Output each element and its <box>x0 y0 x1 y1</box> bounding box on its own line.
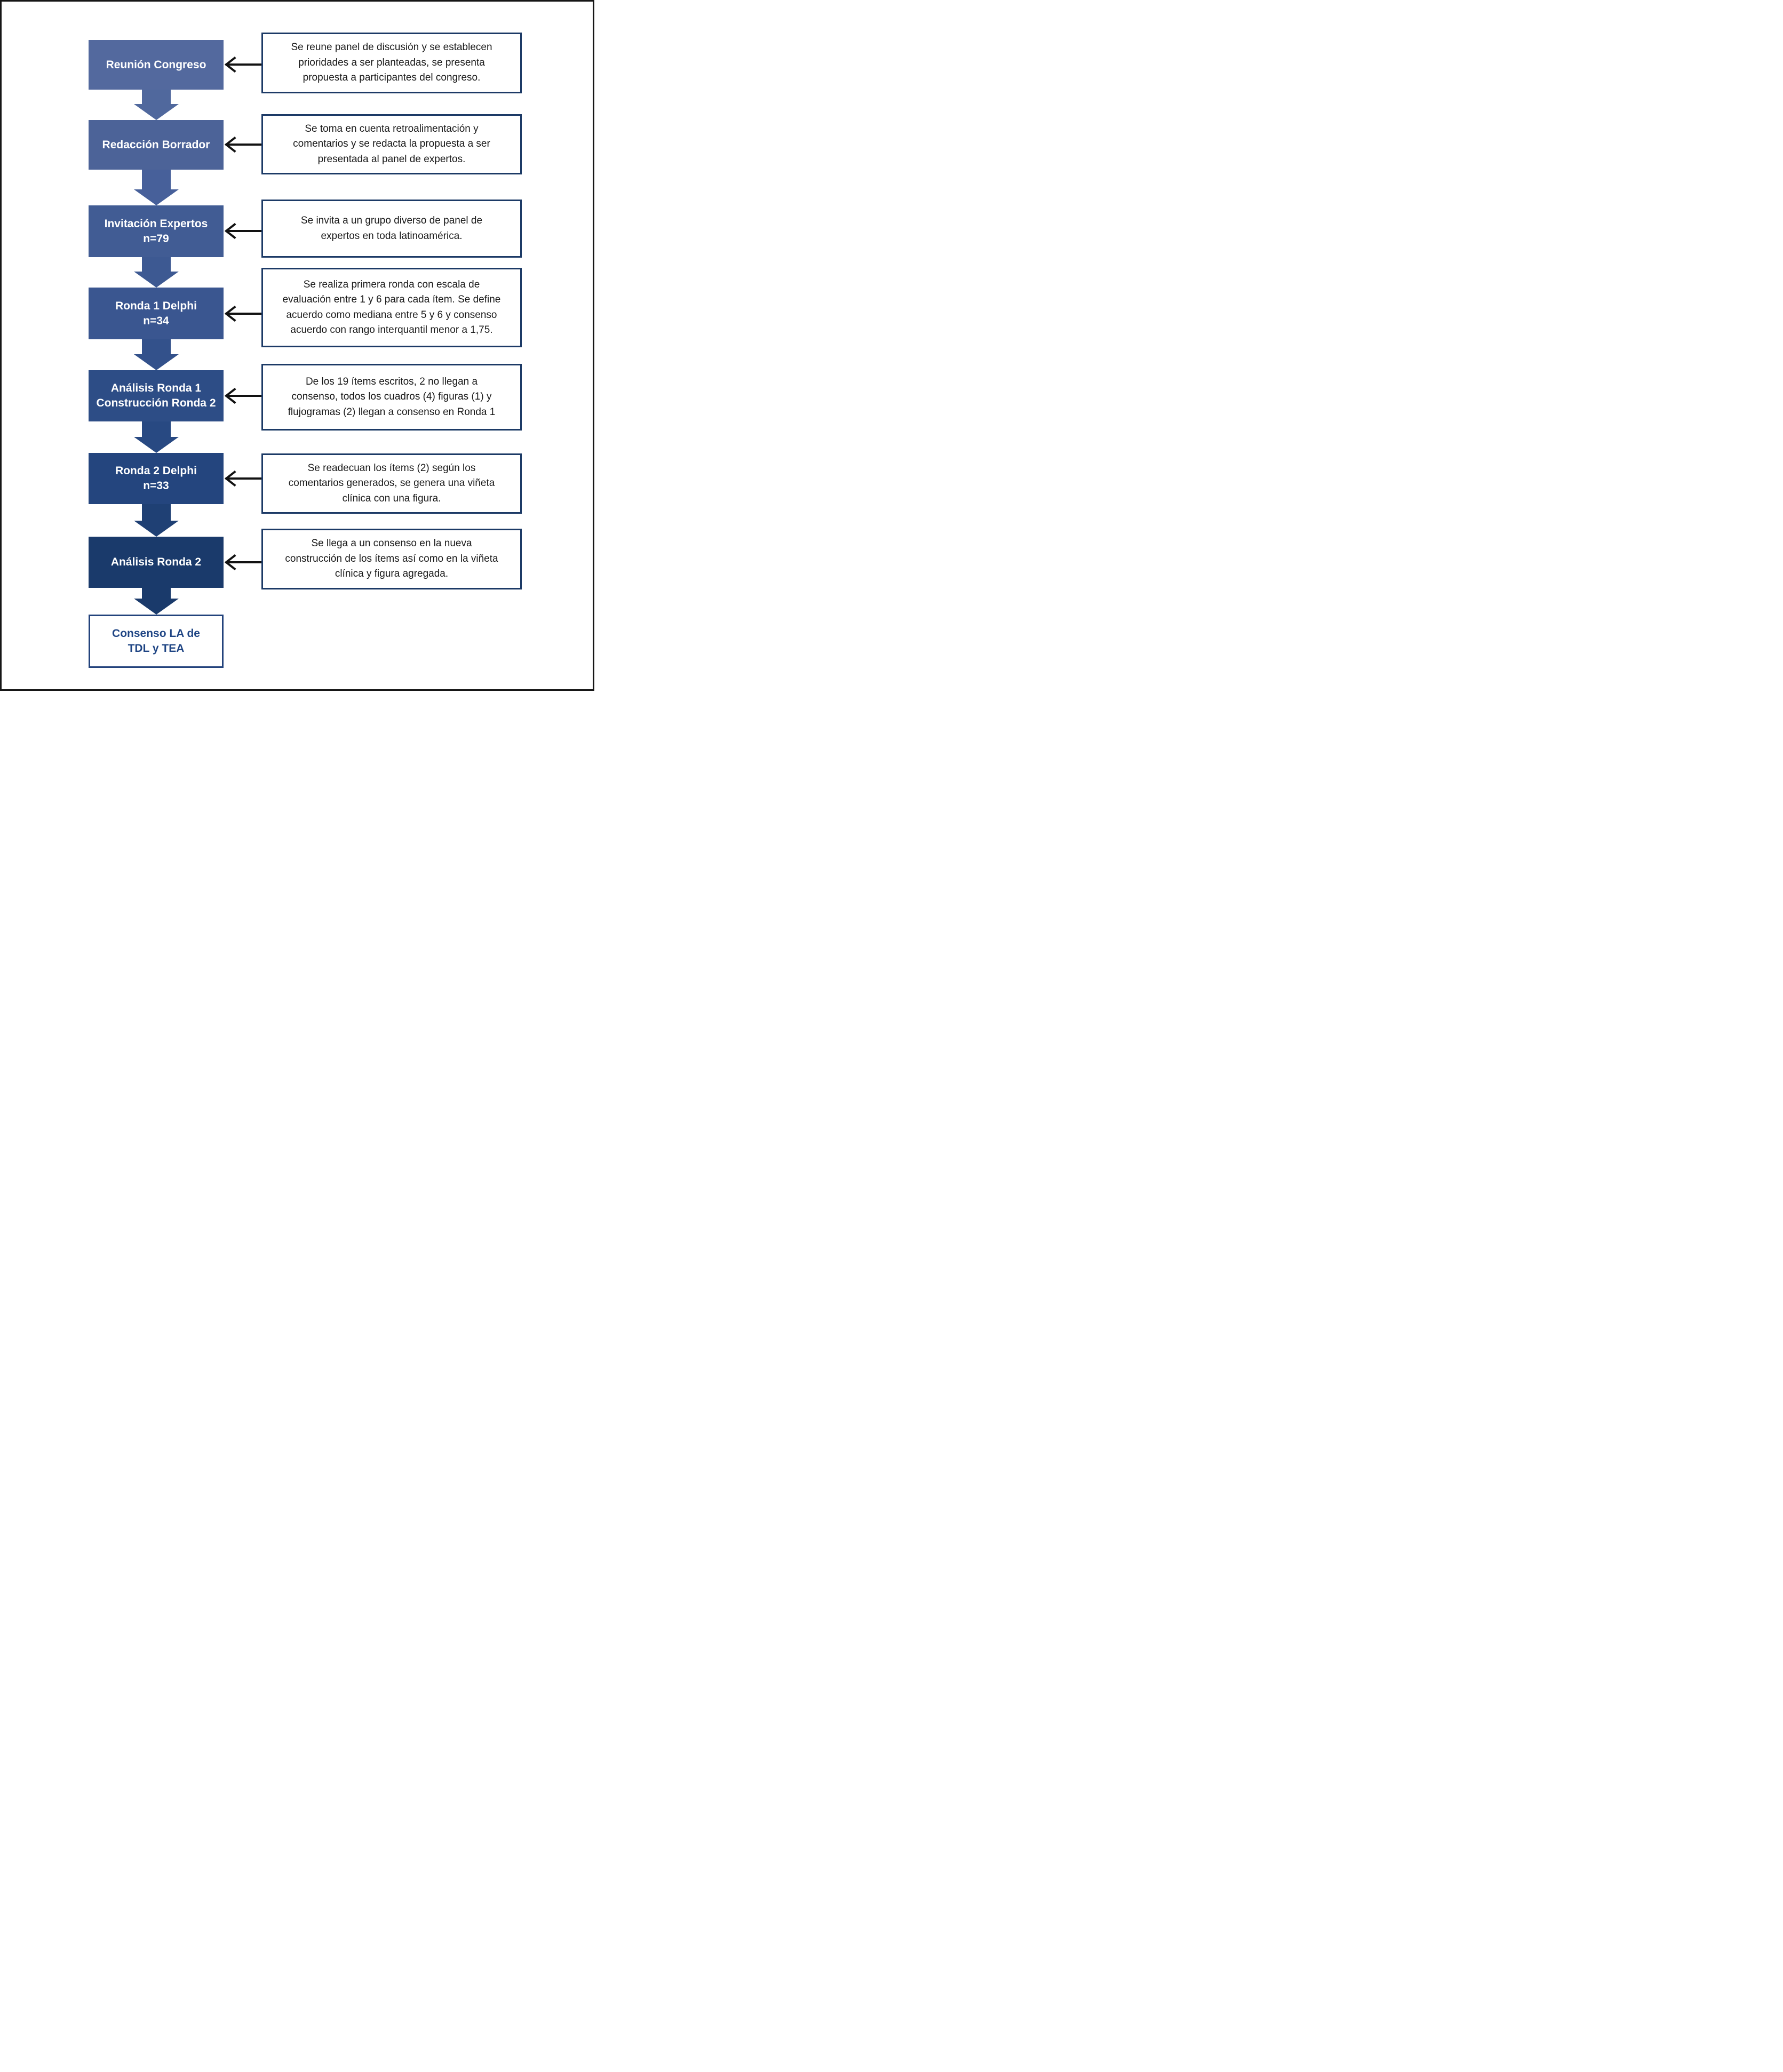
left-arrow <box>226 230 261 232</box>
step-label-group: Invitación Expertos n=79 <box>89 217 224 246</box>
step-label-group: Ronda 1 Delphi n=34 <box>89 299 224 328</box>
left-arrow <box>226 313 261 315</box>
step-label: Análisis Ronda 1 <box>110 382 202 395</box>
note-box: Se readecuan los ítems (2) según los com… <box>261 453 522 514</box>
down-arrow-head <box>134 104 179 120</box>
left-arrow <box>226 561 261 563</box>
down-arrow-tail <box>142 588 171 599</box>
step-sublabel: n=79 <box>143 232 169 245</box>
left-arrow <box>226 395 261 397</box>
down-arrow-tail <box>142 257 171 272</box>
step-label-group: Análisis Ronda 1 Construcción Ronda 2 <box>89 381 224 410</box>
down-arrow-head <box>134 354 179 370</box>
note-text: Se invita a un grupo diverso de panel de… <box>300 215 483 242</box>
down-arrow-tail <box>142 504 171 521</box>
down-arrow <box>134 504 179 537</box>
down-arrow-head <box>134 521 179 537</box>
down-arrow <box>134 90 179 120</box>
step-box-analisis-ronda-2: Análisis Ronda 2 <box>89 537 224 588</box>
note-box: Se toma en cuenta retroalimentación y co… <box>261 114 522 174</box>
step-box-redaccion-borrador: Redacción Borrador <box>89 120 224 170</box>
note-box: Se realiza primera ronda con escala de e… <box>261 268 522 347</box>
down-arrow-tail <box>142 170 171 189</box>
note-text: Se llega a un consenso en la nueva const… <box>285 538 498 580</box>
left-arrow <box>226 144 261 146</box>
step-label: Redacción Borrador <box>102 138 210 151</box>
step-label-group: Ronda 2 Delphi n=33 <box>89 464 224 493</box>
note-text: Se toma en cuenta retroalimentación y co… <box>293 123 490 165</box>
left-arrow <box>226 63 261 66</box>
step-sublabel: n=33 <box>143 480 169 492</box>
left-arrow <box>226 477 261 480</box>
delphi-flowchart: Reunión Congreso Se reune panel de discu… <box>0 0 594 691</box>
down-arrow-tail <box>142 90 171 104</box>
step-box-ronda-2-delphi: Ronda 2 Delphi n=33 <box>89 453 224 504</box>
step-label-group: Reunión Congreso <box>89 58 224 73</box>
step-label: Ronda 2 Delphi <box>115 465 197 477</box>
step-label-group: Redacción Borrador <box>89 138 224 153</box>
down-arrow-head <box>134 189 179 205</box>
note-text: Se reune panel de discusión y se estable… <box>291 42 492 84</box>
final-sublabel: TDL y TEA <box>128 642 185 655</box>
step-box-ronda-1-delphi: Ronda 1 Delphi n=34 <box>89 288 224 339</box>
step-box-analisis-ronda-1: Análisis Ronda 1 Construcción Ronda 2 <box>89 370 224 421</box>
step-sublabel: Construcción Ronda 2 <box>96 397 216 409</box>
note-text: De los 19 ítems escritos, 2 no llegan a … <box>288 376 496 418</box>
step-label: Análisis Ronda 2 <box>110 556 202 569</box>
down-arrow-head <box>134 599 179 615</box>
down-arrow-tail <box>142 421 171 437</box>
step-label: Reunión Congreso <box>106 58 206 71</box>
note-box: Se reune panel de discusión y se estable… <box>261 33 522 93</box>
step-box-reunion-congreso: Reunión Congreso <box>89 40 224 90</box>
note-text: Se readecuan los ítems (2) según los com… <box>288 462 495 504</box>
final-label-group: Consenso LA de TDL y TEA <box>90 626 222 657</box>
down-arrow-tail <box>142 339 171 354</box>
step-label: Invitación Expertos <box>104 217 208 230</box>
final-label: Consenso LA de <box>112 627 200 640</box>
final-box-consenso: Consenso LA de TDL y TEA <box>89 615 224 668</box>
step-label-group: Análisis Ronda 2 <box>89 555 224 570</box>
down-arrow-head <box>134 437 179 453</box>
note-box: De los 19 ítems escritos, 2 no llegan a … <box>261 364 522 431</box>
note-box: Se invita a un grupo diverso de panel de… <box>261 200 522 258</box>
down-arrow <box>134 170 179 205</box>
down-arrow-head <box>134 272 179 288</box>
step-sublabel: n=34 <box>143 314 169 327</box>
step-label: Ronda 1 Delphi <box>115 299 197 312</box>
down-arrow <box>134 339 179 370</box>
down-arrow <box>134 421 179 453</box>
note-text: Se realiza primera ronda con escala de e… <box>282 278 501 336</box>
note-box: Se llega a un consenso en la nueva const… <box>261 529 522 589</box>
down-arrow <box>134 588 179 615</box>
step-box-invitacion-expertos: Invitación Expertos n=79 <box>89 205 224 257</box>
down-arrow <box>134 257 179 288</box>
